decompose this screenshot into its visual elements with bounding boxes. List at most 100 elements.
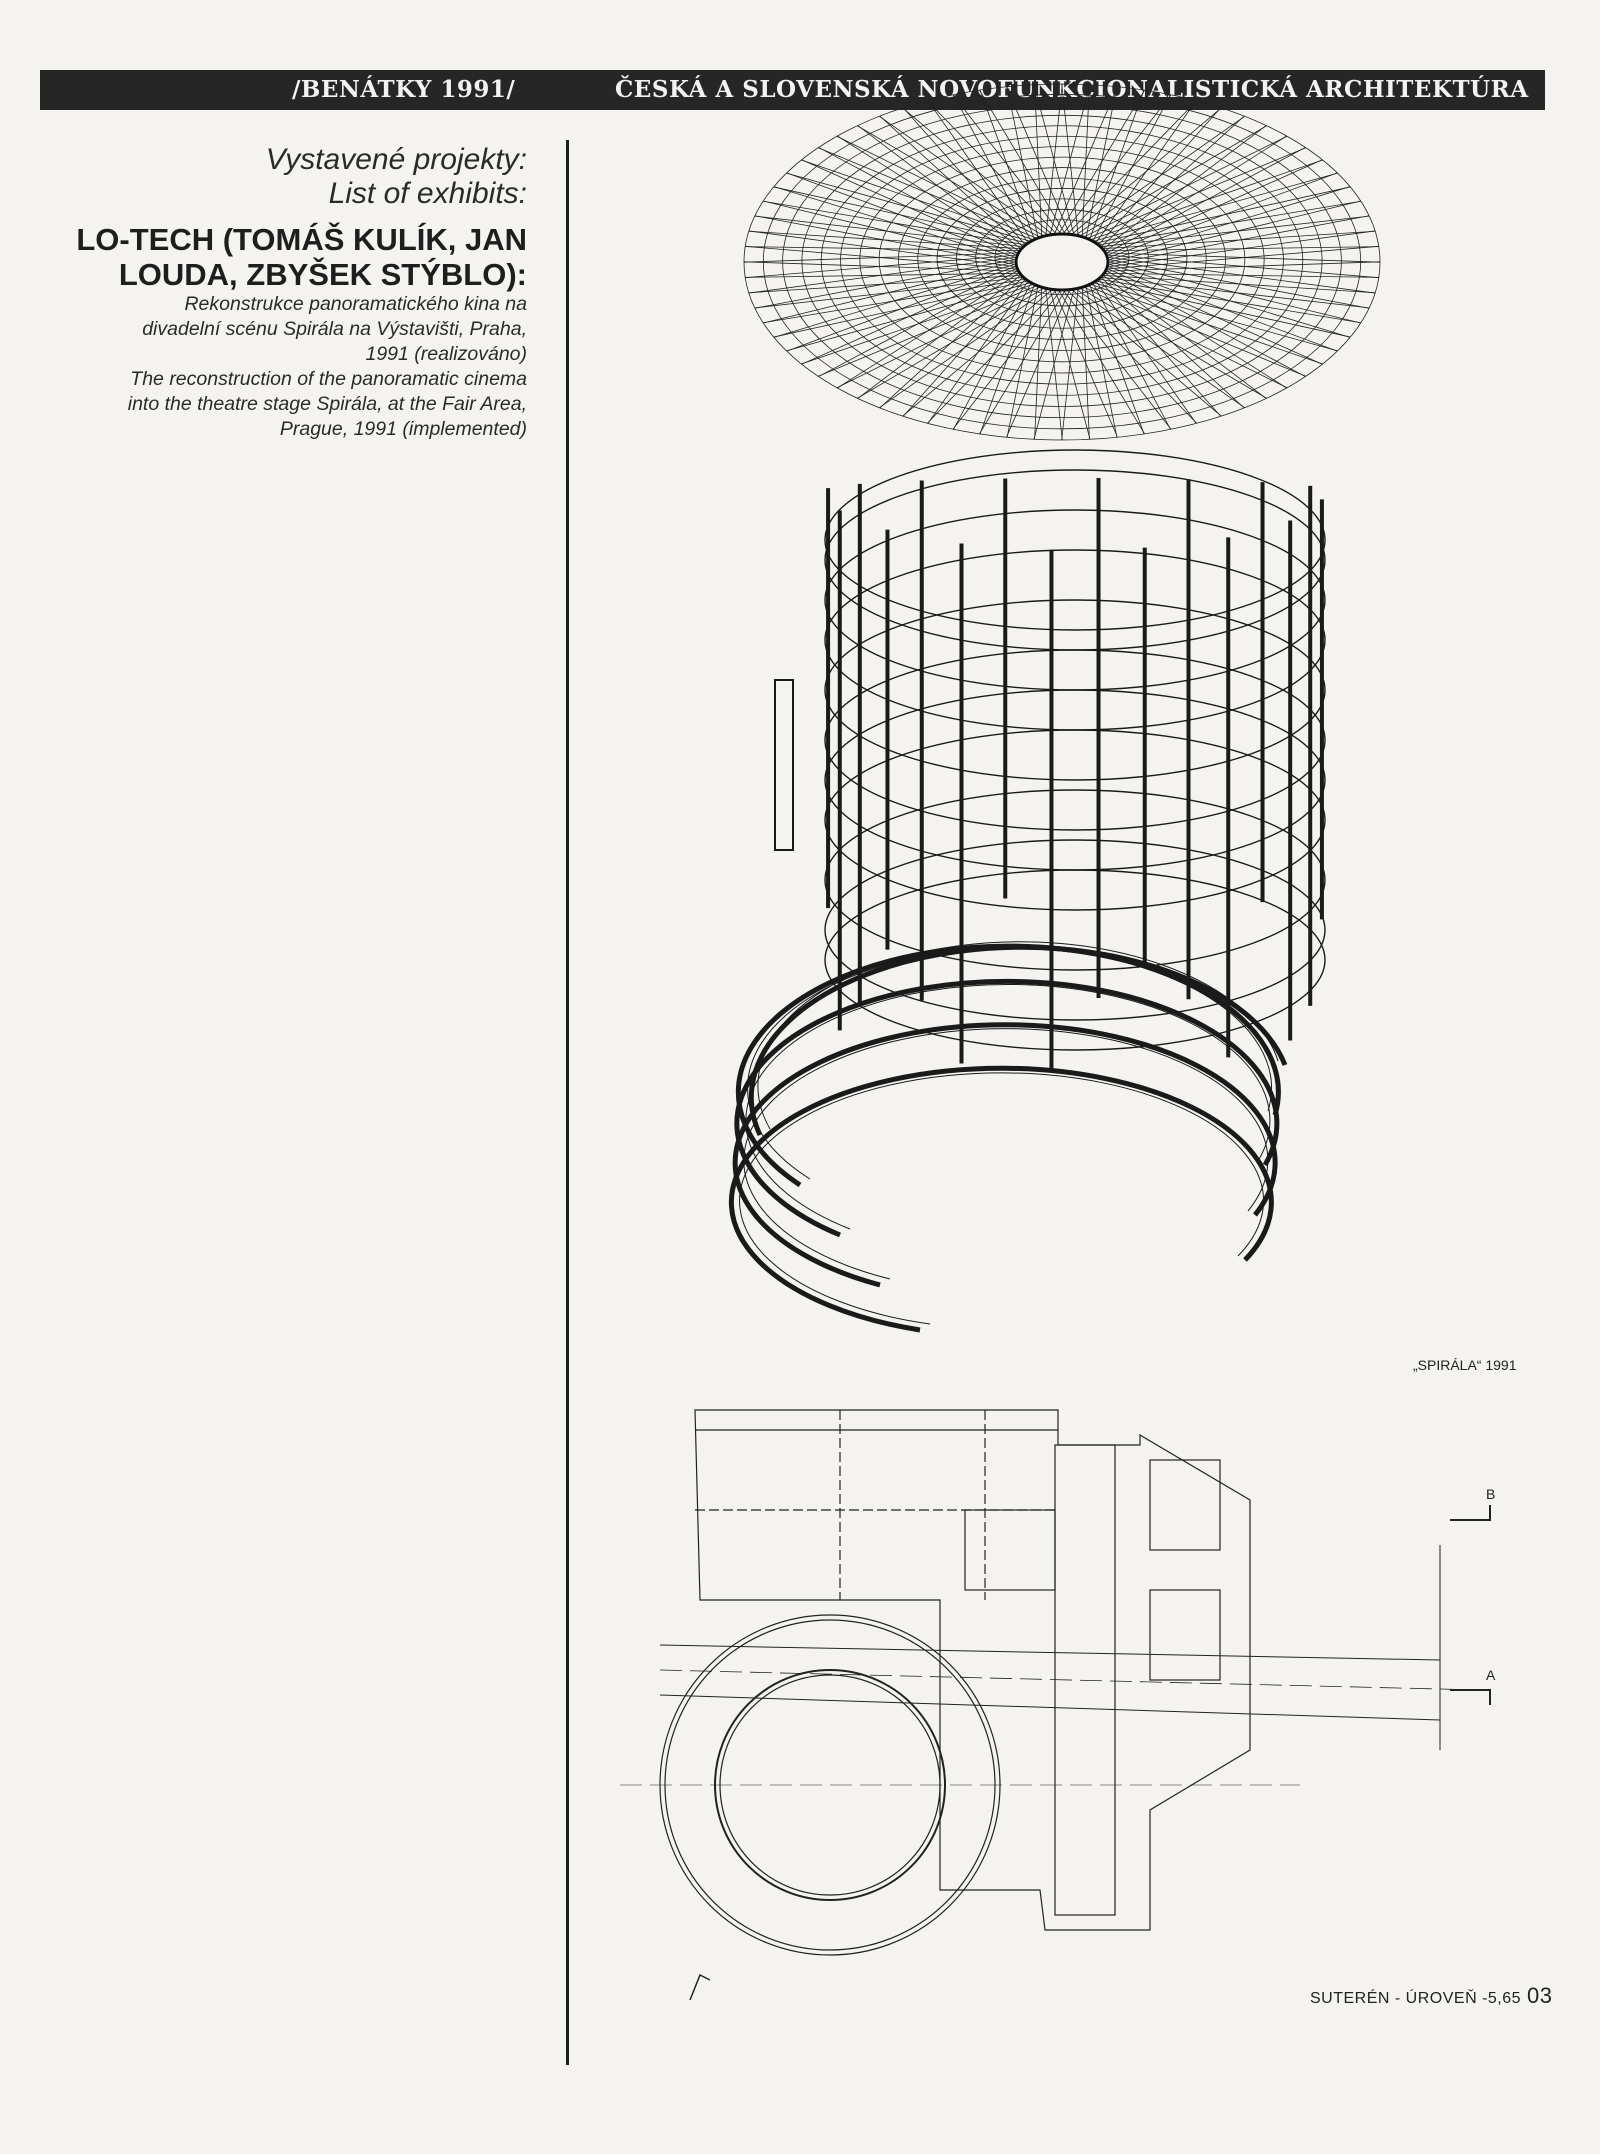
dome-rib <box>1061 83 1079 237</box>
dome-rib <box>1095 280 1351 338</box>
dome-rib <box>1108 172 1338 258</box>
cylinder-ring <box>824 649 1326 831</box>
dome-rib <box>763 200 1026 246</box>
cylinder-ring <box>824 449 1326 631</box>
dome-rib <box>979 283 1036 435</box>
spiral-ring-inner <box>739 1072 1265 1325</box>
spiral-ring-inner <box>743 1028 1269 1280</box>
text-line: 1991 (realizováno) <box>365 343 527 365</box>
dome-rib <box>801 159 1035 241</box>
dome-rib <box>1049 287 1091 440</box>
dome-rib <box>1078 286 1267 399</box>
header-left: /BENÁTKY 1991/ <box>292 76 516 103</box>
dome-rib <box>1006 86 1071 236</box>
dome-rib <box>1100 115 1245 247</box>
cylinder-ring <box>824 839 1326 1021</box>
cylinder-ring <box>824 789 1326 971</box>
dome-rib <box>1088 89 1145 241</box>
dome-rib <box>1109 259 1370 309</box>
dome-rib <box>1085 284 1306 377</box>
authors-line-1: LO-TECH (TOMÁŠ KULÍK, JAN <box>76 222 527 257</box>
dome-rib <box>927 100 1059 236</box>
dome-rib <box>1103 125 1267 249</box>
dome-lattice <box>743 83 1381 441</box>
dome-rib <box>1089 283 1323 365</box>
dome-rib <box>1092 94 1171 242</box>
dome-rib <box>1053 288 1118 438</box>
dome-rib <box>1101 215 1370 248</box>
dome-rib <box>1107 159 1323 256</box>
dome-rib <box>748 256 1016 294</box>
dome-rib <box>1006 285 1039 438</box>
text-line: Prague, 1991 (implemented) <box>279 418 527 440</box>
text-line: Rekonstrukce panoramatického kina na <box>184 293 527 315</box>
cylinder-ring <box>824 729 1326 911</box>
dome-ring <box>955 198 1169 318</box>
dome-rib <box>837 272 1019 389</box>
dome-rib <box>754 215 1023 248</box>
dome-rib <box>979 89 1067 236</box>
dome-rib <box>748 230 1021 250</box>
dome-rib <box>902 278 1026 417</box>
dome-rib <box>1070 287 1222 417</box>
dome-rib <box>857 275 1021 399</box>
dome-rib <box>773 186 1029 244</box>
spiral-ring <box>732 1022 1278 1288</box>
dome-rib <box>953 282 1032 430</box>
dome-ring <box>917 177 1207 340</box>
dome-rib <box>1081 84 1090 238</box>
dome-ring <box>975 208 1149 307</box>
text-line: The reconstruction of the panoramatic ci… <box>130 368 527 390</box>
dome-rib <box>1105 246 1379 252</box>
footer-level: SUTERÉN - ÚROVEŇ -5,65 03 <box>1310 1983 1553 2009</box>
dome-rib <box>1101 276 1370 309</box>
dome-rib <box>1106 147 1306 254</box>
dome-rib <box>879 277 1024 409</box>
header-bar: /BENÁTKY 1991/ ČESKÁ A SLOVENSKÁ NOVOFUN… <box>40 70 1545 110</box>
dome-rib <box>1034 286 1043 440</box>
dome-rib <box>902 107 1054 237</box>
text-line: divadelní scénu Spirála na Výstavišti, P… <box>142 318 527 340</box>
dome-rib <box>1081 285 1288 389</box>
dome-rib <box>818 270 1018 377</box>
description-en: The reconstruction of the panoramatic ci… <box>60 367 527 442</box>
dome-ring <box>859 146 1265 374</box>
authors-line-2: LOUDA, ZBYŠEK STÝBLO): <box>118 257 527 292</box>
dome-rib <box>1098 278 1361 324</box>
dome-oculus <box>1014 232 1110 292</box>
dome-rib <box>1065 288 1197 424</box>
dome-rib <box>879 115 1050 237</box>
dome-rib <box>745 246 1019 252</box>
dome-rib <box>1098 107 1222 246</box>
floor-plan <box>620 1409 1491 2001</box>
dome-rib <box>818 147 1039 240</box>
section-label-a: A <box>1486 1667 1496 1683</box>
dome-ring <box>820 125 1304 396</box>
spiral-rings <box>728 941 1288 1333</box>
dome-rib <box>1108 256 1376 294</box>
dome-rib <box>801 268 1017 365</box>
dome-rib <box>1061 288 1172 430</box>
dome-rib <box>1106 252 1381 263</box>
cylinder-ring <box>824 549 1326 731</box>
cylinder-ring <box>824 869 1326 1051</box>
dome-rib <box>1109 186 1351 261</box>
description-cz: Rekonstrukce panoramatického kina na div… <box>60 292 527 367</box>
dome-rib <box>1103 230 1376 250</box>
column-divider <box>566 140 569 2065</box>
dome-ring <box>801 114 1323 407</box>
drawing-caption: „SPIRÁLA“ 1991 <box>1413 1357 1517 1373</box>
page-number: 03 <box>1527 1983 1553 2008</box>
spiral-ring <box>728 1065 1274 1333</box>
cylinder-ring <box>824 469 1326 651</box>
section-label-b: B <box>1486 1486 1496 1502</box>
dome-rib <box>857 125 1046 238</box>
dome-rib <box>763 261 1015 324</box>
dome-rib <box>1074 287 1245 409</box>
dome-ring <box>878 156 1246 363</box>
text-line: into the theatre stage Spirála, at the F… <box>127 393 527 415</box>
level-label: SUTERÉN - ÚROVEŇ -5,65 <box>1310 1990 1522 2007</box>
dome-rib <box>836 135 1043 239</box>
header-title: ČESKÁ A SLOVENSKÁ NOVOFUNKCIONALISTICKÁ … <box>615 76 1529 103</box>
